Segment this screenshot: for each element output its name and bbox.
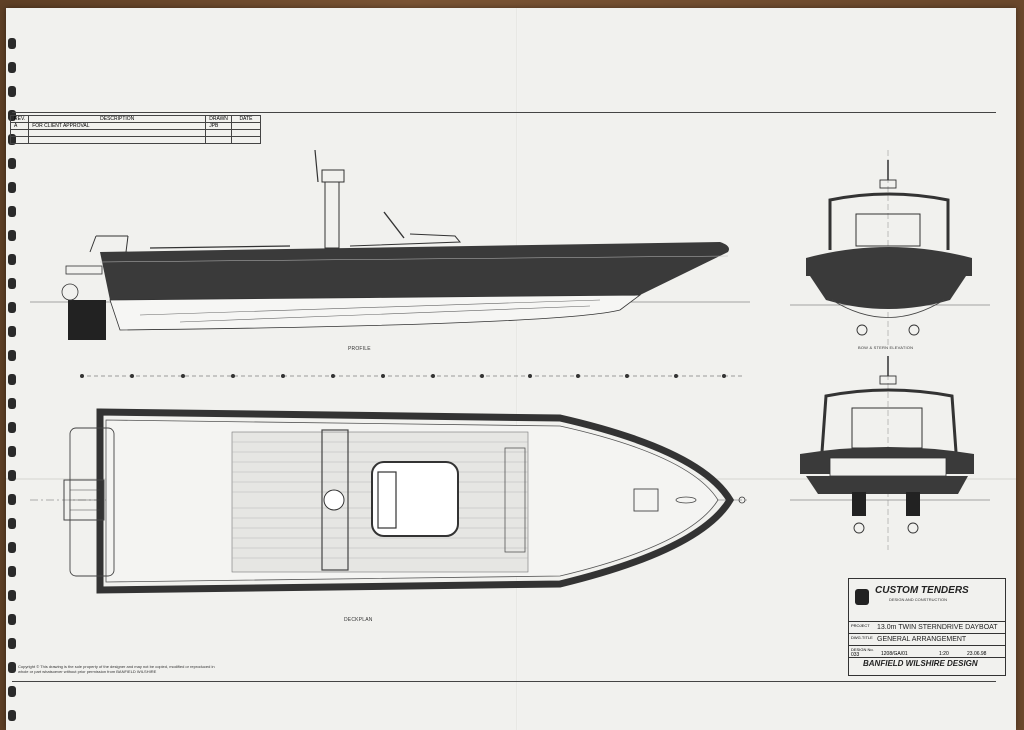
design-no-caption: DESIGN No. [851, 647, 874, 652]
drawing-title: GENERAL ARRANGEMENT [877, 636, 967, 643]
profile-label: PROFILE [348, 346, 371, 352]
station-line [80, 374, 745, 378]
deckplan-label: DECKPLAN [344, 617, 373, 623]
company-subtitle: DESIGN AND CONSTRUCTION [889, 597, 948, 602]
company-logo-icon [855, 589, 869, 605]
elevation-label: BOW & STERN ELEVATION [858, 345, 914, 350]
designer-row: BANFIELD WILSHIRE DESIGN [849, 658, 1005, 669]
dwg-no: 1208/GA/01 [881, 651, 908, 657]
drawing-frame [12, 112, 996, 682]
stern-elevation-view [790, 356, 990, 550]
title-block-logo-row: CUSTOM TENDERS DESIGN AND CONSTRUCTION [849, 579, 1005, 622]
copyright-text: This drawing is the sole property of the… [18, 664, 215, 674]
numbers-row: DESIGN No. 033 1208/GA/01 1:20 23.06.98 [849, 646, 1005, 658]
copyright-notice: Copyright © This drawing is the sole pro… [18, 664, 215, 674]
profile-view [30, 149, 750, 340]
date: 23.06.98 [967, 651, 987, 657]
project-name: 13.0m TWIN STERNDRIVE DAYBOAT [877, 624, 998, 631]
revision-table: REV. DESCRIPTION DRAWN DATE A FOR CLIENT… [9, 115, 261, 144]
designer-name: BANFIELD WILSHIRE DESIGN [863, 659, 978, 668]
deckplan-view [30, 408, 750, 594]
project-row: PROJECT 13.0m TWIN STERNDRIVE DAYBOAT [849, 622, 1005, 634]
title-block: CUSTOM TENDERS DESIGN AND CONSTRUCTION P… [848, 578, 1006, 676]
company-name: CUSTOM TENDERS [875, 585, 969, 596]
bow-elevation-view [790, 150, 990, 345]
scale: 1:20 [939, 651, 949, 657]
binding-holes [6, 38, 20, 728]
title-row: DWG.TITLE GENERAL ARRANGEMENT [849, 634, 1005, 646]
design-no: 033 [851, 652, 860, 658]
copyright-label: Copyright [18, 664, 36, 669]
paper-fold-vertical [516, 8, 518, 730]
title-caption: DWG.TITLE [851, 635, 873, 640]
project-caption: PROJECT [851, 623, 870, 628]
